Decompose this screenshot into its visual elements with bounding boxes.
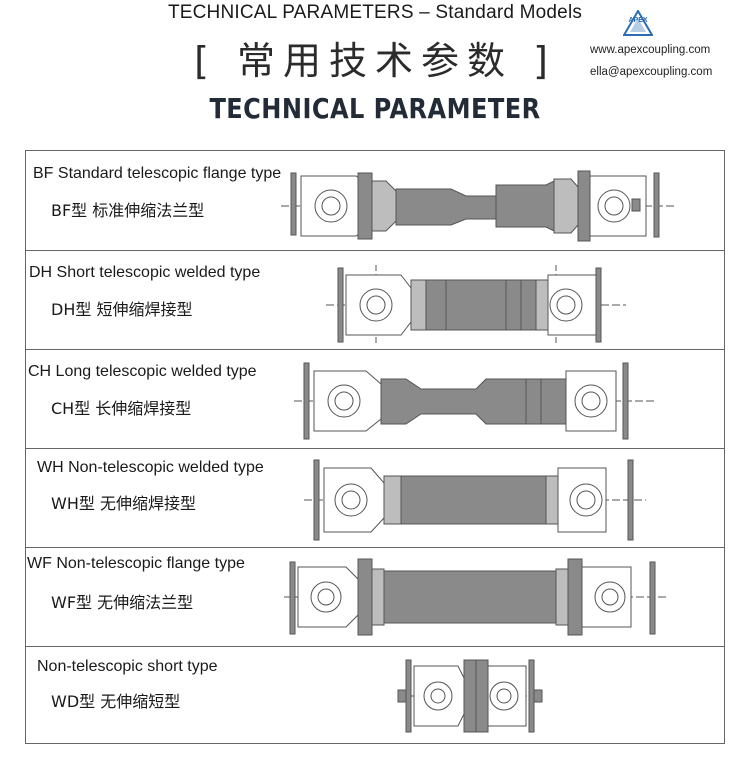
row-label-en: CH Long telescopic welded type bbox=[28, 363, 257, 380]
row-dh: DH Short telescopic welded type DH型 短伸缩焊… bbox=[26, 250, 724, 350]
email-link[interactable]: ella@apexcoupling.com bbox=[590, 66, 713, 78]
dh-shaft-drawing bbox=[326, 265, 626, 345]
wh-shaft-drawing bbox=[304, 459, 646, 541]
row-label-cn: WD型 无伸缩短型 bbox=[51, 692, 181, 711]
website-link[interactable]: www.apexcoupling.com bbox=[590, 44, 711, 56]
row-label-cn: WF型 无伸缩法兰型 bbox=[51, 593, 194, 612]
row-label-en: Non-telescopic short type bbox=[37, 658, 218, 675]
parameter-table: BF Standard telescopic flange type BF型 标… bbox=[25, 150, 725, 744]
ch-shaft-drawing bbox=[294, 362, 656, 440]
logo-text: APEX bbox=[628, 17, 647, 24]
row-ch: CH Long telescopic welded type CH型 长伸缩焊接… bbox=[26, 349, 724, 449]
header-title-cn: [ 常用技术参数 ] bbox=[194, 39, 556, 83]
section-title: TECHNICAL PARAMETER bbox=[209, 92, 541, 125]
row-label-cn: CH型 长伸缩焊接型 bbox=[51, 399, 192, 418]
row-label-cn: DH型 短伸缩焊接型 bbox=[51, 300, 193, 319]
row-label-en: WF Non-telescopic flange type bbox=[27, 555, 245, 572]
wf-shaft-drawing bbox=[284, 558, 666, 636]
bf-shaft-drawing bbox=[281, 170, 676, 242]
row-label-cn: WH型 无伸缩焊接型 bbox=[51, 494, 196, 513]
row-label-en: BF Standard telescopic flange type bbox=[33, 165, 282, 182]
row-label-cn: BF型 标准伸缩法兰型 bbox=[51, 201, 205, 220]
row-wh: WH Non-telescopic welded type WH型 无伸缩焊接型 bbox=[26, 448, 724, 548]
wd-shaft-drawing bbox=[397, 659, 543, 733]
apex-logo: APEX bbox=[623, 10, 653, 36]
header-title: TECHNICAL PARAMETERS – Standard Models bbox=[167, 2, 583, 23]
row-label-en: DH Short telescopic welded type bbox=[29, 264, 261, 281]
row-label-en: WH Non-telescopic welded type bbox=[37, 459, 264, 476]
row-wd: Non-telescopic short type WD型 无伸缩短型 bbox=[26, 646, 724, 745]
row-bf: BF Standard telescopic flange type BF型 标… bbox=[26, 151, 724, 251]
row-wf: WF Non-telescopic flange type WF型 无伸缩法兰型 bbox=[26, 547, 724, 647]
